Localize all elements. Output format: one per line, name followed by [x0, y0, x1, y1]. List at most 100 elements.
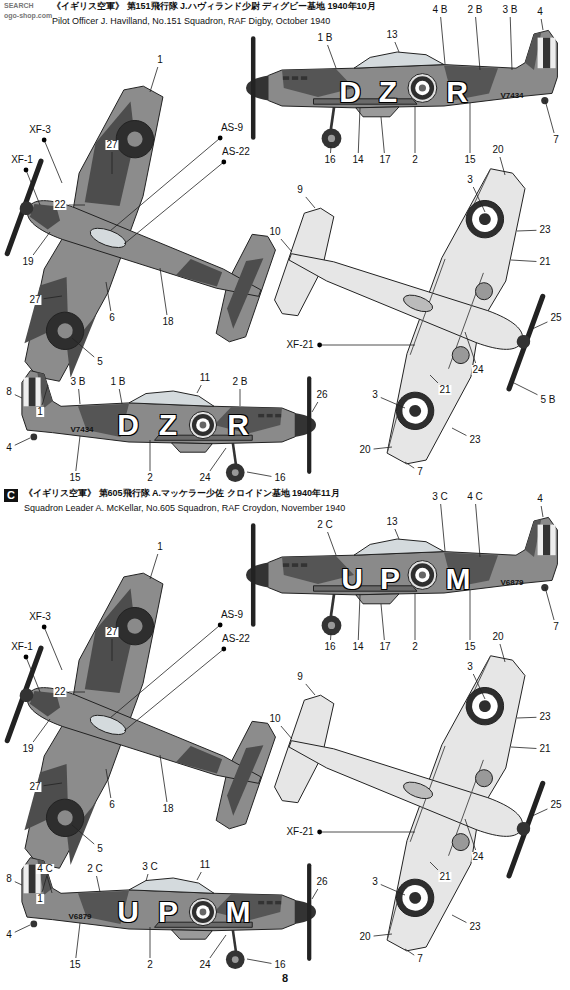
roundel	[196, 905, 210, 919]
callout-number: 2 C	[86, 864, 104, 874]
scheme	[0, 517, 570, 976]
code-letter: U	[341, 564, 363, 594]
callout-number: 3 B	[501, 5, 518, 15]
leader-line	[247, 959, 271, 963]
leader-line	[328, 45, 336, 68]
callout-number: 4	[536, 7, 544, 17]
roundel	[399, 395, 432, 428]
leader-line	[511, 747, 536, 748]
callout-number: 17	[378, 642, 391, 652]
side-view	[22, 371, 316, 482]
leader-line	[47, 876, 52, 893]
callout-number: 13	[385, 30, 398, 40]
leader-line	[381, 398, 405, 408]
wheel-hub	[328, 135, 335, 142]
roundel	[461, 195, 509, 243]
section-letter: C	[4, 489, 18, 502]
callout-number: 18	[161, 317, 174, 327]
radiator	[172, 930, 213, 939]
leader-line	[441, 504, 445, 551]
leader-line	[512, 382, 537, 395]
leader-line	[465, 819, 476, 850]
callout-number: 3 C	[141, 862, 159, 872]
code-letter: P	[158, 897, 178, 927]
page-number: 8	[282, 973, 288, 984]
code-letter: M	[226, 897, 251, 927]
code-letter: Z	[159, 410, 177, 440]
leader-line	[358, 108, 360, 153]
leader-line	[306, 684, 315, 695]
callout-number: 2 C	[316, 520, 334, 530]
callout-number: 17	[378, 155, 391, 165]
paint-dot	[317, 343, 322, 348]
serial-number: V7434	[500, 92, 523, 100]
paint-code: AS-22	[221, 147, 251, 157]
spinner	[246, 75, 269, 100]
callout-number: 13	[385, 517, 398, 527]
leader-line	[541, 506, 543, 517]
roundel	[200, 909, 207, 916]
spinner	[18, 687, 35, 704]
callout-number: 15	[463, 155, 476, 165]
callout-number: 3	[371, 877, 379, 887]
side-view	[22, 858, 316, 969]
exhaust	[275, 901, 281, 904]
leader-line	[15, 395, 22, 398]
leader-line	[124, 649, 224, 731]
exhaust	[258, 414, 264, 417]
roundel	[469, 690, 502, 723]
landing-gear	[233, 442, 236, 466]
roundel	[192, 414, 214, 436]
exhaust	[275, 414, 281, 417]
callout-number: 3	[466, 175, 474, 185]
callout-number: 1	[156, 542, 164, 552]
spinner	[515, 333, 532, 350]
leader-line	[358, 595, 360, 640]
leader-line	[44, 140, 62, 183]
leader-line	[517, 717, 536, 719]
leader-line	[42, 385, 48, 405]
paint-dot	[221, 160, 226, 165]
leader-line	[381, 117, 384, 153]
callout-number: 26	[315, 877, 328, 887]
paint-dot	[218, 623, 223, 628]
wheel-well	[473, 280, 495, 302]
callout-number: 20	[491, 145, 504, 155]
roundel	[391, 874, 439, 922]
callout-number: 15	[68, 960, 81, 970]
section-letter-box: C	[4, 489, 18, 502]
callout-number: 4 B	[431, 5, 448, 15]
callout-number: 15	[463, 642, 476, 652]
roundel	[411, 76, 434, 99]
callout-number: 20	[358, 932, 371, 942]
exhaust	[292, 563, 298, 567]
exhaust	[258, 901, 264, 904]
leader-line	[328, 532, 336, 555]
callout-number: 14	[351, 155, 364, 165]
leader-line	[530, 322, 547, 330]
wheel-hub	[232, 956, 239, 963]
callout-number: 24	[198, 473, 211, 483]
leader-line	[15, 882, 22, 885]
leader-line	[374, 934, 392, 936]
leader-line	[430, 375, 438, 383]
fin-flash	[538, 38, 556, 69]
leader-line	[69, 205, 85, 206]
leader-line	[106, 282, 111, 311]
propeller-blade	[307, 378, 311, 472]
leader-line	[312, 889, 318, 899]
radiator	[356, 107, 399, 117]
canopy	[88, 711, 128, 738]
landing-gear	[331, 593, 335, 618]
callout-number: 1	[156, 55, 164, 65]
spinner	[295, 900, 316, 924]
code-letter: M	[446, 564, 471, 594]
callout-number: 7	[416, 954, 424, 964]
callout-number: 8	[5, 387, 13, 397]
code-letter: Z	[379, 77, 397, 107]
leader-line	[26, 170, 40, 205]
spinner	[515, 820, 532, 837]
leader-line	[465, 332, 476, 363]
roundel	[55, 321, 75, 341]
leader-line	[476, 504, 480, 557]
